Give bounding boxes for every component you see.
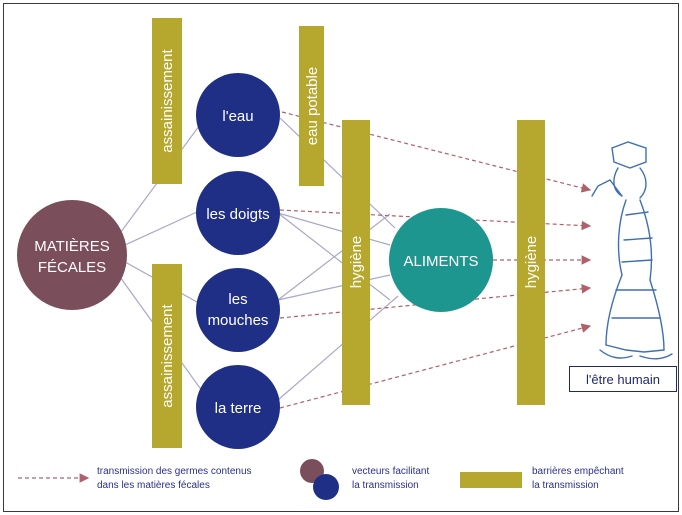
connector-eau-aliments xyxy=(279,117,396,229)
node-mouches: les mouches xyxy=(196,268,280,352)
legend-barrier-swatch xyxy=(460,472,522,488)
barrier-hygiene-right: hygiène xyxy=(517,120,545,405)
legend-vectors-line1: vecteurs facilitant xyxy=(352,466,429,477)
barrier-eau-potable: eau potable xyxy=(299,26,324,186)
node-terre: la terre xyxy=(196,365,280,449)
legend: transmission des germes contenus dans le… xyxy=(18,459,624,500)
eau-label: l'eau xyxy=(222,108,253,125)
terre-label: la terre xyxy=(215,400,262,417)
connector-terre-aliments xyxy=(277,295,399,401)
human-label: l'être humain xyxy=(569,366,677,392)
person-figure-icon xyxy=(591,141,673,360)
connector-mouches-aliments xyxy=(277,274,391,301)
connector-source-doigts xyxy=(124,211,198,246)
legend-barriers-line1: barrières empêchant xyxy=(532,466,624,477)
barrier-hygiene-left: hygiène xyxy=(342,120,370,405)
legend-vector-swatch xyxy=(313,474,339,500)
source-label-line1: MATIÈRES xyxy=(34,238,110,255)
connector-doigts-cross xyxy=(277,212,391,301)
node-matieres-fecales: MATIÈRES FÉCALES xyxy=(17,200,127,310)
vector-connectors xyxy=(277,117,399,401)
arrow-eau-human xyxy=(281,111,592,193)
mouches-label-line1: les xyxy=(228,291,247,308)
legend-barriers-line2: la transmission xyxy=(532,480,599,491)
diagram-frame xyxy=(3,3,679,512)
legend-transmission-line1: transmission des germes contenus xyxy=(97,466,252,477)
hygiene-right-label: hygiène xyxy=(523,236,540,289)
barrier-assainissement-bottom: assainissement xyxy=(152,264,182,448)
node-doigts: les doigts xyxy=(196,171,280,255)
assainissement-bottom-label: assainissement xyxy=(159,303,176,407)
legend-transmission-line2: dans les matières fécales xyxy=(97,480,210,491)
node-aliments: ALIMENTS xyxy=(389,208,493,312)
aliments-label: ALIMENTS xyxy=(403,253,478,270)
eau-potable-label: eau potable xyxy=(304,67,321,145)
assainissement-top-label: assainissement xyxy=(159,48,176,152)
mouches-label-line2: mouches xyxy=(208,312,269,329)
hygiene-left-label: hygiène xyxy=(348,236,365,289)
connector-doigts-aliments xyxy=(277,212,391,246)
doigts-label: les doigts xyxy=(206,206,269,223)
legend-vectors-line2: la transmission xyxy=(352,480,419,491)
source-label-line2: FÉCALES xyxy=(38,259,106,276)
node-eau: l'eau xyxy=(196,73,280,157)
barrier-assainissement-top: assainissement xyxy=(152,18,182,184)
